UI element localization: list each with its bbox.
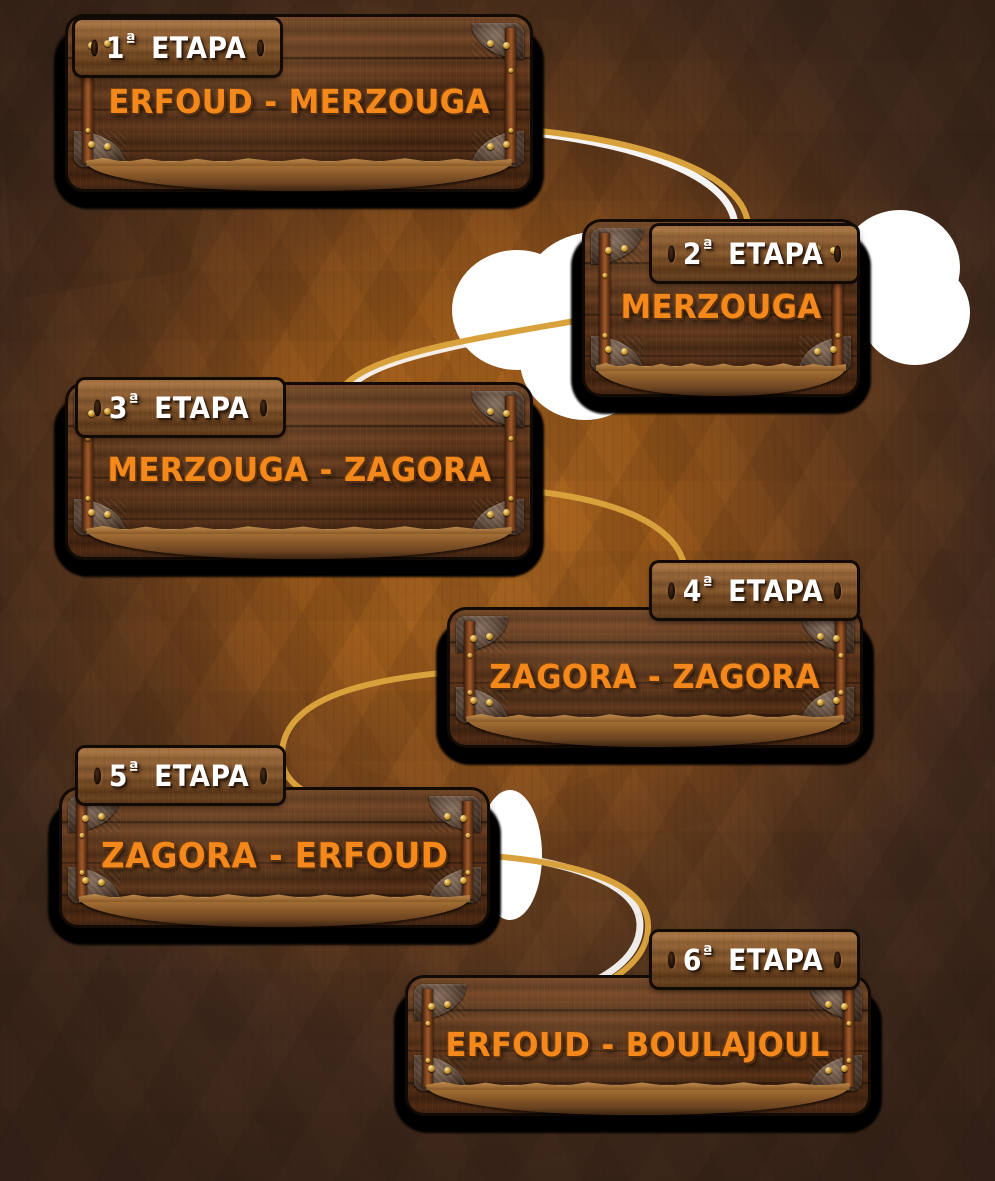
- stage-sign-4[interactable]: ZAGORA - ZAGORA: [436, 610, 874, 765]
- board-strap-right: [843, 989, 854, 1087]
- stage-number-label: 2ª ETAPA: [682, 236, 824, 271]
- plaque-nail-right: [834, 582, 841, 599]
- plaque-grain: [652, 932, 857, 987]
- plaque-nail-left: [668, 582, 675, 599]
- stage-plaque-4: 4ª ETAPA: [652, 563, 857, 618]
- corner-bracket-top-right: [802, 616, 854, 652]
- board-strap-left: [599, 233, 610, 368]
- board-strap-left: [422, 989, 433, 1087]
- corner-bracket-top-right: [810, 984, 862, 1020]
- board-strap-right: [505, 396, 516, 531]
- stage-route-label: ZAGORA - ERFOUD: [100, 835, 449, 876]
- board-strap-left: [76, 801, 87, 899]
- board-strap-right: [505, 28, 516, 163]
- plaque-nail-left: [91, 39, 98, 56]
- board-strap-right: [835, 621, 846, 719]
- stage-number-label: 3ª ETAPA: [108, 390, 250, 425]
- corner-bracket-top-right: [472, 391, 524, 427]
- plaque-grain: [652, 563, 857, 618]
- plaque-nail-left: [94, 767, 101, 784]
- stage-route-label: ERFOUD - BOULAJOUL: [445, 1024, 831, 1064]
- stage-plaque-6: 6ª ETAPA: [652, 932, 857, 987]
- plaque-nail-left: [668, 951, 675, 968]
- stage-sign-6[interactable]: ERFOUD - BOULAJOUL: [394, 978, 882, 1133]
- plaque-grain: [652, 226, 857, 281]
- plaque-nail-right: [257, 39, 264, 56]
- plaque-nail-right: [834, 245, 841, 262]
- stage-number-label: 4ª ETAPA: [682, 573, 824, 608]
- plaque-nail-right: [260, 767, 267, 784]
- stage-sign-5[interactable]: ZAGORA - ERFOUD: [48, 790, 501, 945]
- stage-plaque-3: 3ª ETAPA: [78, 380, 283, 435]
- stage-route-label: ERFOUD - MERZOUGA: [108, 81, 490, 121]
- plaque-grain: [78, 748, 283, 803]
- stage-plaque-5: 5ª ETAPA: [78, 748, 283, 803]
- plaque-nail-right: [834, 951, 841, 968]
- stage-route-label: ZAGORA - ZAGORA: [489, 656, 821, 696]
- stage-plaque-1: 1ª ETAPA: [75, 20, 280, 75]
- plaque-nail-right: [260, 399, 267, 416]
- stage-number-label: 5ª ETAPA: [108, 758, 250, 793]
- stage-plaque-2: 2ª ETAPA: [652, 226, 857, 281]
- stage-route-label: MERZOUGA - ZAGORA: [106, 449, 492, 489]
- stage-number-label: 6ª ETAPA: [682, 942, 824, 977]
- stage-route-label: MERZOUGA: [620, 286, 822, 326]
- corner-bracket-top-right: [429, 796, 481, 832]
- plaque-grain: [75, 20, 280, 75]
- corner-bracket-top-right: [472, 23, 524, 59]
- board-strap-left: [464, 621, 475, 719]
- plaque-nail-left: [94, 399, 101, 416]
- board-strap-right: [462, 801, 473, 899]
- board-strap-left: [82, 396, 93, 531]
- stage-number-label: 1ª ETAPA: [105, 30, 247, 65]
- plaque-grain: [78, 380, 283, 435]
- plaque-nail-left: [668, 245, 675, 262]
